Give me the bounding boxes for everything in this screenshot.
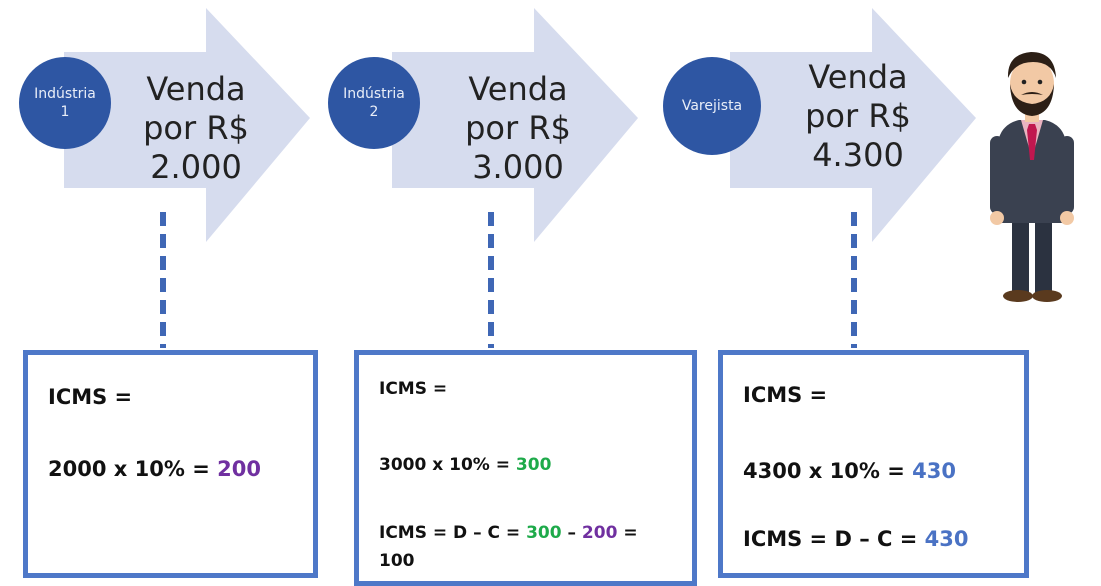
stage-3-label: Varejista bbox=[681, 98, 743, 114]
box-2-calc-value: 300 bbox=[515, 455, 552, 475]
stage-3-circle: Varejista bbox=[663, 57, 761, 155]
stage-2-sale-text: Venda por R$ 3.000 bbox=[465, 70, 571, 186]
box-2-dc: ICMS = D – C = 300 – 200 = bbox=[379, 523, 638, 543]
box-1-calc-text: 2000 x 10% = bbox=[48, 457, 210, 481]
box-2-dc-eq: = bbox=[623, 523, 638, 543]
box-3-icms-label: ICMS = bbox=[743, 383, 828, 407]
box-2-dc-value1: 300 bbox=[526, 523, 562, 543]
connector-2 bbox=[488, 212, 494, 348]
icms-box-2: ICMS = 3000 x 10% = 300 ICMS = D – C = 3… bbox=[354, 350, 697, 586]
box-2-dc-result: 100 bbox=[379, 551, 415, 571]
connector-3 bbox=[851, 212, 857, 348]
box-3-dc: ICMS = D – C = 430 bbox=[743, 527, 969, 551]
arrow-stage-3 bbox=[730, 8, 976, 242]
arrow-stage-2 bbox=[392, 8, 638, 242]
box-1-calc: 2000 x 10% = 200 bbox=[48, 457, 261, 481]
box-3-calc: 4300 x 10% = 430 bbox=[743, 459, 956, 483]
icms-box-1: ICMS = 2000 x 10% = 200 bbox=[23, 350, 318, 578]
box-1-icms-label: ICMS = bbox=[48, 385, 133, 409]
box-3-calc-text: 4300 x 10% = bbox=[743, 459, 905, 483]
box-3-dc-result: 430 bbox=[924, 527, 969, 551]
stage-1-label: Indústria 1 bbox=[34, 86, 96, 120]
arrow-stage-1 bbox=[64, 8, 310, 242]
box-2-calc: 3000 x 10% = 300 bbox=[379, 455, 551, 475]
stage-1-circle: Indústria 1 bbox=[19, 57, 111, 149]
stage-2-circle: Indústria 2 bbox=[328, 57, 420, 149]
stage-2-label: Indústria 2 bbox=[343, 86, 405, 120]
box-2-dc-dash: – bbox=[567, 523, 576, 543]
box-3-dc-text: ICMS = D – C = bbox=[743, 527, 918, 551]
customer-figure bbox=[990, 52, 1074, 302]
box-2-dc-value2: 200 bbox=[581, 523, 618, 543]
stage-1-sale-text: Venda por R$ 2.000 bbox=[143, 70, 249, 186]
box-1-calc-value: 200 bbox=[217, 457, 261, 481]
stage-3-sale-text: Venda por R$ 4.300 bbox=[805, 58, 911, 174]
icms-box-3: ICMS = 4300 x 10% = 430 ICMS = D – C = 4… bbox=[718, 350, 1029, 578]
connector-1 bbox=[160, 212, 166, 348]
box-3-calc-value: 430 bbox=[912, 459, 956, 483]
box-2-icms-label: ICMS = bbox=[379, 379, 448, 399]
box-2-calc-text: 3000 x 10% = bbox=[379, 455, 510, 475]
box-2-dc-text: ICMS = D – C = bbox=[379, 523, 521, 543]
